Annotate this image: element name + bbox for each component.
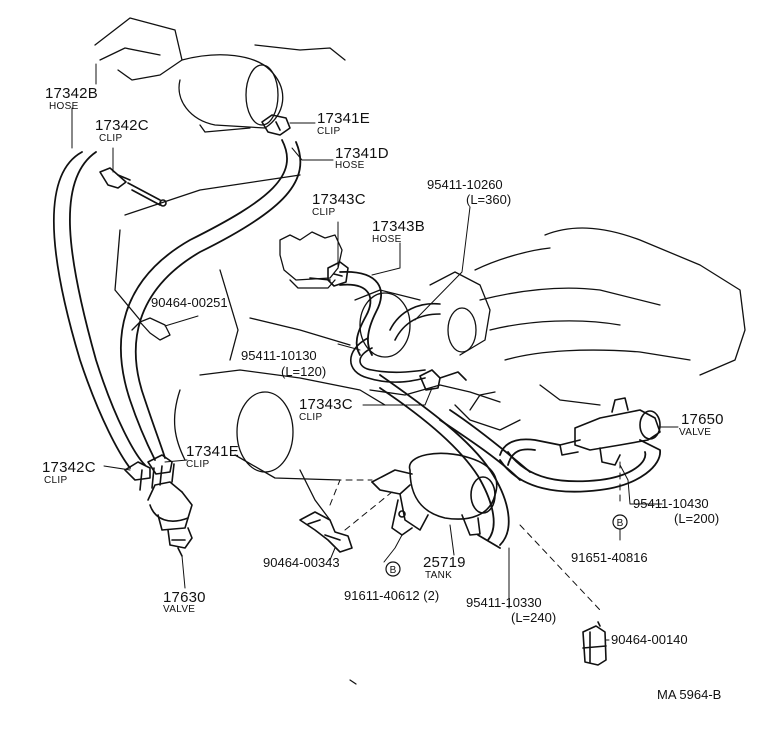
label-17343C-top-desc: CLIP: [312, 207, 336, 218]
drawing-code: MA 5964-B: [657, 687, 722, 702]
label-17341D-desc: HOSE: [335, 160, 365, 171]
valve-17650: [559, 397, 661, 466]
hose-95411-10330: [379, 374, 531, 549]
label-91611-40612-number: 91611-40612 (2): [344, 588, 440, 603]
clip-17343C-bottom: [419, 369, 467, 391]
label-95411-10430-desc: (L=200): [674, 511, 720, 526]
label-17343C-bottom-number: 17343C: [299, 396, 353, 413]
label-95411-10330-number: 95411-10330: [466, 595, 542, 610]
label-17341E-bottom-desc: CLIP: [186, 459, 210, 470]
label-17343B-desc: HOSE: [372, 234, 402, 245]
clip-bottom-pair: [124, 454, 173, 481]
label-17342C-bottom-number: 17342C: [42, 459, 96, 476]
label-95411-10260-desc: (L=360): [466, 192, 512, 207]
label-17343C-bottom-desc: CLIP: [299, 412, 323, 423]
label-17650-desc: VALVE: [679, 427, 712, 438]
label-95411-10260-number: 95411-10260: [427, 177, 503, 192]
clip-17343C-top: [309, 261, 349, 287]
bracket-90464-00140: [582, 621, 607, 666]
clip-17342C-top: [99, 167, 167, 207]
label-17650-number: 17650: [681, 411, 724, 428]
label-17342B-number: 17342B: [45, 85, 98, 102]
phantom-lines: [329, 461, 621, 611]
label-17630-number: 17630: [163, 589, 206, 606]
label-17341E-top-desc: CLIP: [317, 126, 341, 137]
label-91651-40816-number: 91651-40816: [571, 550, 648, 565]
label-95411-10330-desc: (L=240): [511, 610, 557, 625]
label-17341D-number: 17341D: [335, 145, 389, 162]
label-95411-10430-number: 95411-10430: [633, 496, 709, 511]
label-25719-number: 25719: [423, 554, 466, 571]
label-17341E-bottom-number: 17341E: [186, 443, 239, 460]
label-17342B-desc: HOSE: [49, 101, 79, 112]
label-95411-10130-desc: (L=120): [281, 364, 327, 379]
hose-17342B: [53, 151, 146, 469]
hose-17343B: [339, 271, 382, 356]
leader-lines: [71, 63, 679, 641]
label-17343C-top-number: 17343C: [312, 191, 366, 208]
hose-95411-10130: [350, 337, 426, 383]
label-95411-10130-number: 95411-10130: [241, 348, 317, 363]
bracket-90464-00343: [299, 511, 353, 553]
tank-25719: [371, 452, 498, 536]
svg-text:B: B: [617, 518, 624, 529]
valve-17630: [139, 463, 193, 557]
hose-17341D: [120, 139, 302, 461]
label-25719-desc: TANK: [425, 570, 453, 581]
label-90464-00140-number: 90464-00140: [611, 632, 688, 647]
label-17630-desc: VALVE: [163, 604, 196, 615]
hose-95411-10430: [499, 438, 661, 493]
label-17342C-top-desc: CLIP: [99, 133, 123, 144]
engine-outline: [94, 17, 746, 521]
label-17343B-number: 17343B: [372, 218, 425, 235]
label-90464-00251-number: 90464-00251: [151, 295, 228, 310]
hose-95411-10260: [389, 302, 441, 341]
clip-17341E-top: [261, 114, 291, 136]
label-17341E-top-number: 17341E: [317, 110, 370, 127]
label-17342C-bottom-desc: CLIP: [44, 475, 68, 486]
bolt-marker-91651: B: [612, 514, 628, 530]
svg-text:B: B: [390, 565, 397, 576]
label-90464-00343-number: 90464-00343: [263, 555, 340, 570]
label-17342C-top-number: 17342C: [95, 117, 149, 134]
bolt-marker-91611: B: [385, 561, 401, 577]
